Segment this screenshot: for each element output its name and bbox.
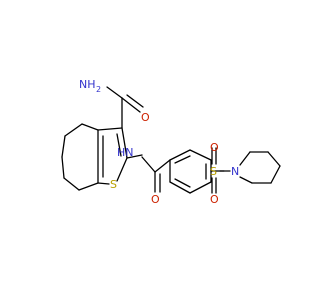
bond [81,123,99,131]
amide-nitrogen-subscript: 2 [96,85,101,94]
bond [141,156,156,173]
bond [239,176,253,184]
bond [121,127,128,159]
sulfonyl-oxygen-top-label: O [210,141,219,154]
linker-nh-label: HN [117,146,134,159]
bond [61,156,65,179]
structure-drawing: NH 2 O S HN O S O O N [61,78,281,206]
bond [270,165,281,184]
bond [97,182,110,185]
bond [267,151,281,167]
bond [61,135,66,158]
piperidine-nitrogen-label: N [231,165,239,178]
bond [116,133,122,157]
thiophene-sulfur-label: S [110,178,117,191]
bond [121,97,141,113]
amide-oxygen-label: O [141,111,150,124]
sulfonyl-oxygen-bottom-label: O [210,193,219,206]
bond [189,181,212,194]
bond [126,154,143,159]
amide-nitrogen-label: NH [79,78,96,91]
sulfonyl-sulfur-label: S [210,165,217,178]
bond [64,123,83,137]
bond [239,151,251,166]
bond [169,149,191,161]
bond [78,182,99,191]
bond [174,155,191,164]
bond [63,177,80,191]
bond [106,86,123,99]
carbonyl-oxygen-label: O [151,193,160,206]
bond [116,157,128,182]
bond [169,181,191,194]
molecule-canvas: NH 2 O S HN O S O O N [61,78,281,206]
bond [174,178,191,188]
bond [126,94,144,108]
bond [97,127,123,131]
bond [154,159,171,173]
bond [189,149,212,161]
